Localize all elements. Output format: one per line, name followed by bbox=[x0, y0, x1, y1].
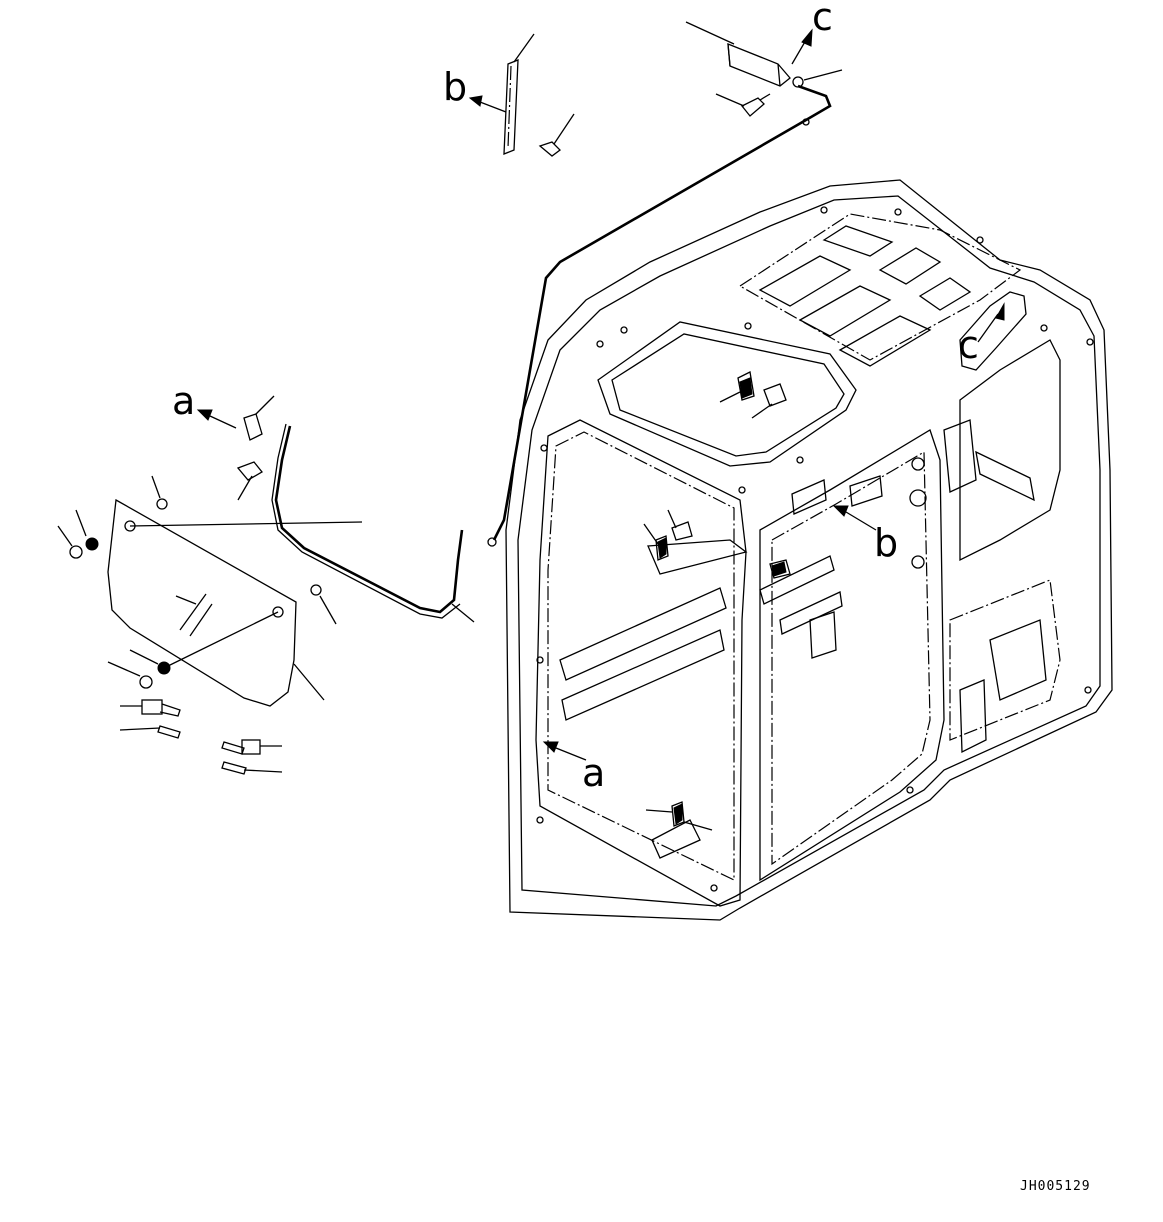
cab-structure bbox=[505, 179, 1113, 921]
reference-a-cab: a bbox=[582, 751, 606, 795]
drawing-code: JH005129 bbox=[1020, 1179, 1091, 1194]
arrow-a-left bbox=[196, 409, 237, 429]
glass-seal-frame bbox=[271, 423, 475, 623]
reference-a-left: a bbox=[172, 379, 196, 423]
antenna-cable bbox=[487, 84, 832, 547]
reference-c-top: c bbox=[812, 0, 833, 39]
arrow-c-top bbox=[791, 28, 813, 65]
reference-b-cab: b bbox=[874, 521, 899, 565]
clip-part bbox=[243, 395, 275, 441]
screw-part bbox=[236, 461, 263, 501]
vertical-strip-part bbox=[503, 33, 535, 155]
small-bolt-top bbox=[538, 113, 575, 157]
reference-c-cab: c bbox=[958, 323, 979, 367]
reference-b-top: b bbox=[443, 65, 468, 109]
mounting-bolt-top bbox=[715, 93, 771, 117]
glass-fasteners bbox=[57, 475, 337, 689]
arrow-b-top bbox=[468, 95, 507, 113]
spacer-parts bbox=[119, 699, 283, 775]
glass-panel bbox=[107, 498, 363, 707]
